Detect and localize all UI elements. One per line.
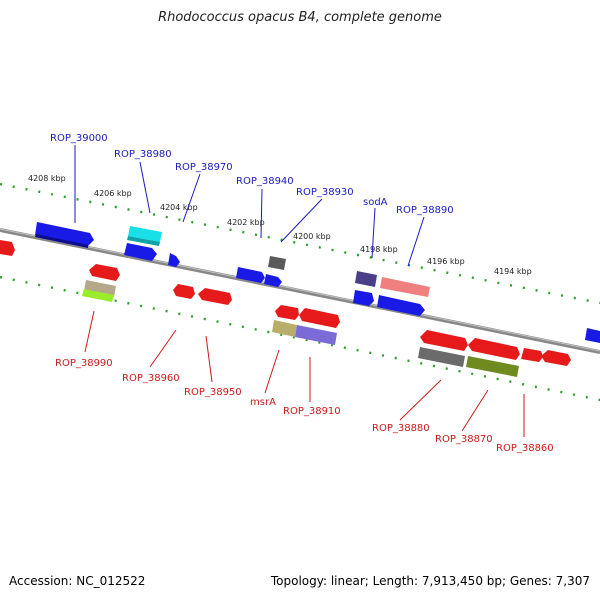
gene-arrow[interactable] [418, 347, 465, 367]
scale-label: 4194 kbp [494, 267, 532, 276]
gene-arrow[interactable] [198, 288, 232, 305]
gene-label[interactable]: ROP_38960 [122, 373, 180, 384]
gene-arrow[interactable] [272, 320, 297, 337]
gene-arrow[interactable] [128, 226, 162, 242]
gene-arrow[interactable] [236, 267, 265, 283]
minus-strand-features [0, 240, 571, 377]
gene-arrow[interactable] [468, 338, 520, 360]
plus-gene-labels: ROP_39000 ROP_38980 ROP_38970 ROP_38940 … [50, 133, 454, 267]
scale-label: 4204 kbp [160, 203, 198, 212]
gene-label[interactable]: ROP_38870 [435, 434, 493, 445]
scale-label: 4206 kbp [94, 189, 132, 198]
gene-arrow[interactable] [466, 356, 519, 377]
gene-arrow[interactable] [124, 243, 157, 261]
scale-labels: 4208 kbp 4206 kbp 4204 kbp 4202 kbp 4200… [28, 174, 532, 276]
gene-label[interactable]: sodA [363, 197, 388, 208]
gene-arrow[interactable] [585, 328, 600, 343]
genome-summary-text: Topology: linear; Length: 7,913,450 bp; … [270, 574, 590, 588]
gene-arrow[interactable] [295, 325, 337, 345]
gene-arrow[interactable] [127, 236, 160, 246]
scale-label: 4202 kbp [227, 218, 265, 227]
gene-arrow[interactable] [0, 240, 15, 256]
gene-label[interactable]: ROP_38970 [175, 162, 233, 173]
gene-label[interactable]: msrA [250, 397, 276, 408]
gene-arrow[interactable] [541, 350, 571, 366]
gene-arrow[interactable] [380, 277, 430, 297]
gene-label[interactable]: ROP_38990 [55, 358, 113, 369]
gene-arrow[interactable] [89, 264, 120, 281]
gene-arrow[interactable] [355, 271, 377, 287]
gene-arrow[interactable] [299, 308, 340, 328]
gene-label[interactable]: ROP_38880 [372, 423, 430, 434]
plus-strand-features [35, 222, 600, 343]
gene-label[interactable]: ROP_38910 [283, 406, 341, 417]
gene-label[interactable]: ROP_38940 [236, 176, 294, 187]
scale-label: 4196 kbp [427, 257, 465, 266]
scale-label: 4198 kbp [360, 245, 398, 254]
gene-arrow[interactable] [84, 280, 116, 297]
minus-gene-labels: ROP_38990 ROP_38960 ROP_38950 msrA ROP_3… [55, 310, 554, 454]
gene-arrow[interactable] [264, 274, 282, 287]
accession-text: Accession: NC_012522 [9, 574, 146, 588]
scale-label: 4208 kbp [28, 174, 66, 183]
gene-arrow[interactable] [35, 234, 88, 248]
gene-arrow[interactable] [377, 295, 425, 316]
gene-arrow[interactable] [35, 222, 94, 246]
gene-arrow[interactable] [168, 253, 180, 267]
gene-arrow[interactable] [420, 330, 468, 351]
gene-arrow[interactable] [275, 305, 299, 320]
gene-label[interactable]: ROP_38980 [114, 149, 172, 160]
genome-backbone [0, 228, 600, 354]
page-title: Rhodococcus opacus B4, complete genome [158, 10, 442, 25]
gene-label[interactable]: ROP_38860 [496, 443, 554, 454]
gene-label[interactable]: ROP_38930 [296, 187, 354, 198]
gene-label[interactable]: ROP_39000 [50, 133, 108, 144]
gene-arrow[interactable] [82, 289, 114, 302]
gene-arrow[interactable] [521, 348, 543, 362]
gene-arrow[interactable] [353, 290, 374, 306]
gene-arrow[interactable] [268, 256, 286, 270]
gene-label[interactable]: ROP_38890 [396, 205, 454, 216]
gene-label[interactable]: ROP_38950 [184, 387, 242, 398]
gene-arrow[interactable] [173, 284, 195, 299]
scale-label: 4200 kbp [293, 232, 331, 241]
